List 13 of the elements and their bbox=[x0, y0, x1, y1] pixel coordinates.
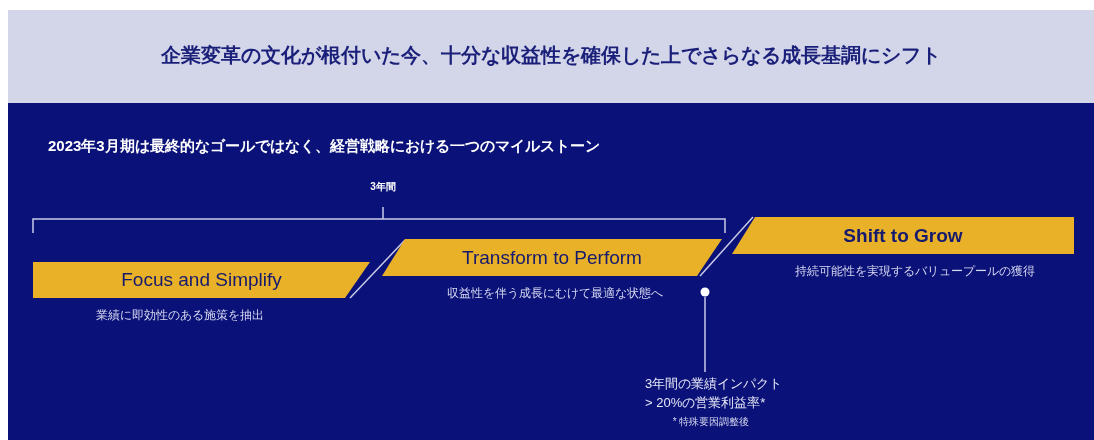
leader-line bbox=[704, 296, 706, 373]
description-text: 収益性を伴う成長にむけて最適な状態へ bbox=[447, 285, 663, 302]
milestone-text: 3年間の業績インパクト > 20%の営業利益率* bbox=[645, 374, 785, 412]
description-text: 業績に即効性のある施策を抽出 bbox=[96, 307, 264, 324]
phase-band: Transform to Perform bbox=[382, 239, 722, 276]
milestone-dot bbox=[700, 287, 710, 297]
description-text: 持続可能性を実現するバリュープールの獲得 bbox=[795, 263, 1035, 280]
phase-band: Focus and Simplify bbox=[33, 262, 370, 298]
subtitle: 2023年3月期は最終的なゴールではなく、経営戦略における一つのマイルストーン bbox=[48, 137, 600, 156]
title: 企業変革の文化が根付いた今、十分な収益性を確保した上でさらなる成長基調にシフト bbox=[160, 43, 942, 68]
phase-band: Shift to Grow bbox=[732, 217, 1074, 254]
duration-label: 3年間 bbox=[370, 180, 396, 194]
footnote: * 特殊要因調整後 bbox=[672, 415, 750, 429]
